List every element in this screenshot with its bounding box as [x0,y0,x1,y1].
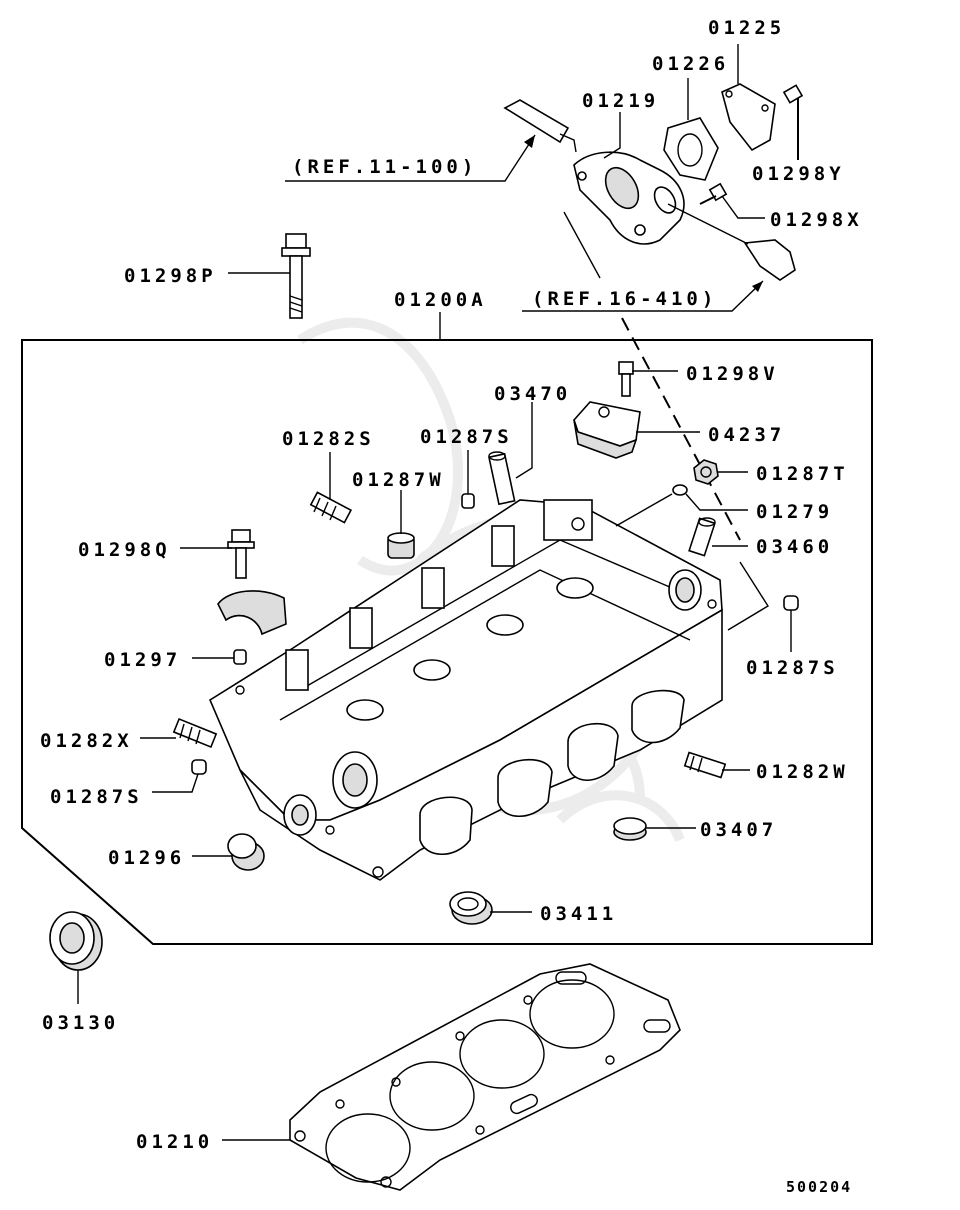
label-03411: 03411 [540,903,617,925]
label-01298V: 01298V [686,363,779,385]
diagram-code: 500204 [786,1178,852,1196]
bolt-01298V-icon [618,361,634,397]
label-04237: 04237 [708,424,785,446]
label-03470-leader [515,402,533,479]
sleeve-03460-icon [688,517,716,557]
label-01200A: 01200A [394,289,487,311]
nut-01287T-icon [693,459,719,485]
seal-01296-icon [227,833,265,871]
label-01282X: 01282X [40,730,133,752]
ref-11-100-arrow [524,135,535,148]
label-01287S-left: 01287S [50,786,143,808]
stud-01282W-icon [683,751,727,779]
label-01226: 01226 [652,53,729,75]
bolt-01298X-icon [699,182,728,205]
seal-03411-icon [449,891,493,925]
gasket-01226-icon [663,117,719,181]
label-01298Y: 01298Y [752,163,845,185]
cover-04237-icon [573,401,641,459]
label-01287W: 01287W [352,469,445,491]
tube-part-icon [503,99,577,153]
head-gasket-01210-icon [289,963,681,1191]
plug-01287S-right-icon [783,595,799,611]
label-01282S: 01282S [282,428,375,450]
label-01279: 01279 [756,501,833,523]
label-ref-11-100: (REF.11-100) [292,156,477,178]
label-01296: 01296 [108,847,185,869]
plug-01287S-left-icon [191,759,207,775]
label-01298Q: 01298Q [78,539,171,561]
label-01287S-top: 01287S [420,426,513,448]
bolt-01298Y-icon [782,84,804,160]
stud-01282X-icon [172,717,218,749]
ref-16-410-arrow [752,281,763,292]
stud-01282S-icon [309,491,353,524]
bearing-cap-icon [217,590,287,636]
label-01287S-right-leader-2 [727,561,769,631]
label-01298P: 01298P [124,265,217,287]
plug-01287W-icon [387,532,415,559]
label-03460: 03460 [756,536,833,558]
label-01298X: 01298X [770,209,863,231]
label-01279-leader-2 [615,493,673,527]
ring-03407-icon [613,817,647,841]
cover-01225-icon [721,83,776,152]
oring-01279-icon [672,484,688,496]
ref-16-410-leader-2 [522,280,764,312]
ref-11-100-leader [285,134,536,182]
label-03407: 03407 [700,819,777,841]
label-01298X-leader [721,195,765,219]
cylinder-head-assembly-frame [21,339,873,945]
label-01287T: 01287T [756,463,849,485]
bolt-01298Q-icon [227,529,255,579]
sleeve-03470-icon [488,451,516,506]
sensor-part-icon [667,203,796,281]
dashed-guide-line [621,317,741,541]
label-01219: 01219 [582,90,659,112]
label-01219-leader [603,112,621,159]
label-01210: 01210 [136,1131,213,1153]
cylinder-head-body-icon [208,499,723,881]
label-01282W: 01282W [756,761,849,783]
label-01279-leader [685,493,748,511]
plug-01287S-top-icon [461,493,475,509]
label-ref-16-410: (REF.16-410) [532,288,717,310]
label-03130: 03130 [42,1012,119,1034]
label-01297: 01297 [104,649,181,671]
thermostat-housing-icon [573,151,685,245]
dowel-01297-icon [233,649,247,665]
label-01225: 01225 [708,17,785,39]
bolt-01298P-icon [281,233,311,319]
label-01287S-left-leader [152,773,199,793]
label-01287S-right: 01287S [746,657,839,679]
oil-seal-03130-icon [49,911,103,971]
ref-16-410-leader-1 [563,211,601,279]
label-03470: 03470 [494,383,571,405]
